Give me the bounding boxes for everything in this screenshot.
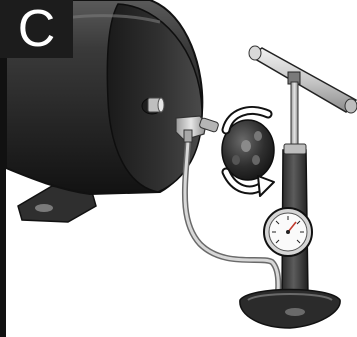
pump-shaft	[290, 81, 299, 149]
tank-valve-stem	[141, 97, 165, 115]
pressure-gauge-icon	[263, 207, 313, 257]
pump-base	[239, 288, 341, 329]
step-letter: C	[17, 0, 56, 58]
rotate-counterclockwise-icon	[221, 106, 275, 197]
hand-pump	[239, 45, 357, 329]
valve-cap-icon	[221, 119, 275, 181]
hose-chuck	[175, 115, 219, 143]
left-border-rule	[0, 58, 6, 337]
pump-handle	[248, 45, 357, 114]
step-badge: C	[0, 0, 73, 58]
